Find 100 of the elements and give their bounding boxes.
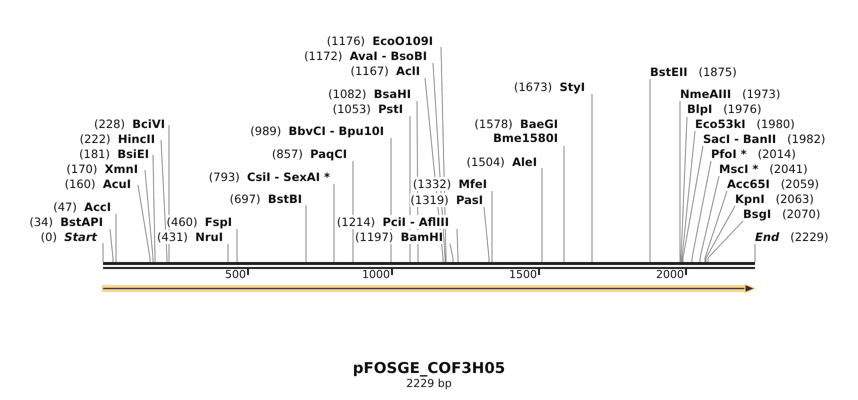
map-title: pFOSGE_COF3H05 — [352, 359, 506, 377]
enzyme-name: AcuI — [102, 177, 131, 191]
enzyme-name: CsiI - SexAI * — [247, 170, 330, 184]
enzyme-name: End — [755, 230, 780, 244]
enzyme-name: PfoI * — [711, 147, 747, 161]
site-position: (1197) — [355, 230, 394, 244]
enzyme-name: Eco53kI — [695, 117, 746, 131]
enzyme-name: PstI — [378, 102, 403, 116]
sequence-length: 2229 bp — [406, 377, 452, 390]
leader-line — [144, 170, 154, 262]
tick-label: 2000 — [656, 268, 684, 281]
leader-line — [706, 206, 736, 262]
leader-line — [110, 228, 114, 262]
tick-label: 500 — [225, 268, 246, 281]
enzyme-name: NruI — [195, 230, 223, 244]
site-position: (1982) — [787, 132, 826, 146]
enzyme-name: KpnI — [735, 192, 765, 206]
site-position: (170) — [66, 162, 98, 176]
site-position: (431) — [156, 230, 188, 244]
site-position: (1214) — [336, 215, 376, 229]
leader-line — [456, 228, 458, 262]
site-position: (47) — [53, 200, 77, 214]
site-position: (1172) — [304, 49, 342, 63]
leader-line — [138, 184, 150, 262]
enzyme-name: Acc65I — [727, 177, 770, 191]
site-position: (2070) — [782, 207, 820, 221]
leader-line — [700, 176, 720, 262]
leader-line — [160, 140, 168, 262]
enzyme-name: AleI — [512, 155, 537, 169]
enzyme-name: MscI * — [719, 162, 758, 176]
site-position: (2014) — [758, 147, 796, 161]
site-position: (1875) — [698, 65, 737, 79]
enzyme-name: PciI - AflIII — [382, 215, 449, 229]
leader-line — [236, 228, 238, 262]
site-position: (1504) — [466, 155, 505, 169]
enzyme-name: XmnI — [104, 162, 138, 176]
site-position: (1980) — [756, 117, 795, 131]
tick-label: 1500 — [509, 268, 537, 281]
site-position: (1976) — [723, 102, 762, 116]
enzyme-name: PaqCI — [310, 147, 347, 161]
enzyme-name: MfeI — [458, 177, 487, 191]
site-position: (1053) — [332, 102, 371, 116]
enzyme-name: BlpI — [687, 102, 712, 116]
leader-line — [102, 242, 104, 262]
enzyme-name: NmeAIII — [680, 87, 732, 101]
tick-label: 1000 — [362, 268, 390, 281]
site-position: (1319) — [410, 193, 449, 207]
enzyme-name: HincII — [118, 132, 155, 146]
enzyme-name: Start — [64, 230, 97, 244]
site-position: (1332) — [412, 177, 452, 191]
site-position: (34) — [29, 215, 53, 229]
enzyme-name: BstAPI — [60, 215, 103, 229]
site-position: (1167) — [350, 64, 389, 78]
site-position: (989) — [250, 124, 282, 138]
site-position: (222) — [80, 132, 111, 146]
leader-line — [682, 146, 704, 262]
site-position: (1973) — [742, 87, 780, 101]
enzyme-name: FspI — [204, 215, 232, 229]
site-position: (2063) — [776, 192, 814, 206]
enzyme-name: BamHI — [400, 230, 443, 244]
leader-line — [692, 160, 712, 262]
site-position: (857) — [272, 147, 303, 161]
site-position: (181) — [79, 147, 110, 161]
enzyme-name: AvaI - BsoBI — [350, 49, 427, 63]
enzyme-name: Bme1580I — [493, 131, 558, 145]
enzyme-name: BsaHI — [374, 87, 411, 101]
enzyme-name: AclI — [396, 64, 420, 78]
site-position: (697) — [230, 192, 261, 206]
enzyme-name: BsiEI — [117, 147, 149, 161]
leader-line — [450, 244, 454, 262]
enzyme-name: PasI — [456, 193, 483, 207]
enzyme-name: SacI - BanII — [703, 132, 776, 146]
site-position: (1673) — [514, 80, 552, 94]
site-position: (1176) — [326, 34, 366, 48]
leader-line — [704, 190, 728, 262]
enzyme-name: BstBI — [268, 192, 302, 206]
leader-line — [754, 244, 756, 262]
enzyme-name: BsgI — [743, 207, 772, 221]
site-position: (2059) — [780, 177, 820, 191]
site-position: (460) — [166, 215, 198, 229]
enzyme-name: BbvCI - Bpu10I — [288, 124, 384, 138]
site-position: (0) — [40, 230, 57, 244]
enzyme-name: BaeGI — [520, 117, 558, 131]
site-position: (1578) — [474, 117, 513, 131]
site-position: (2229) — [790, 230, 828, 244]
enzyme-name: EcoO109I — [372, 34, 433, 48]
enzyme-name: StyI — [559, 80, 585, 94]
enzyme-name: BciVI — [132, 117, 165, 131]
site-position: (2041) — [769, 162, 808, 176]
leader-line — [682, 130, 696, 262]
sequence-bar — [103, 262, 755, 269]
site-position: (228) — [94, 117, 125, 131]
leader-line — [484, 206, 490, 262]
site-position: (1082) — [328, 87, 366, 101]
site-position: (160) — [64, 177, 96, 191]
leader-line — [708, 220, 744, 262]
leader-line — [152, 154, 156, 262]
enzyme-name: AccI — [84, 200, 111, 214]
site-position: (793) — [208, 170, 240, 184]
enzyme-name: BstEII — [650, 65, 688, 79]
